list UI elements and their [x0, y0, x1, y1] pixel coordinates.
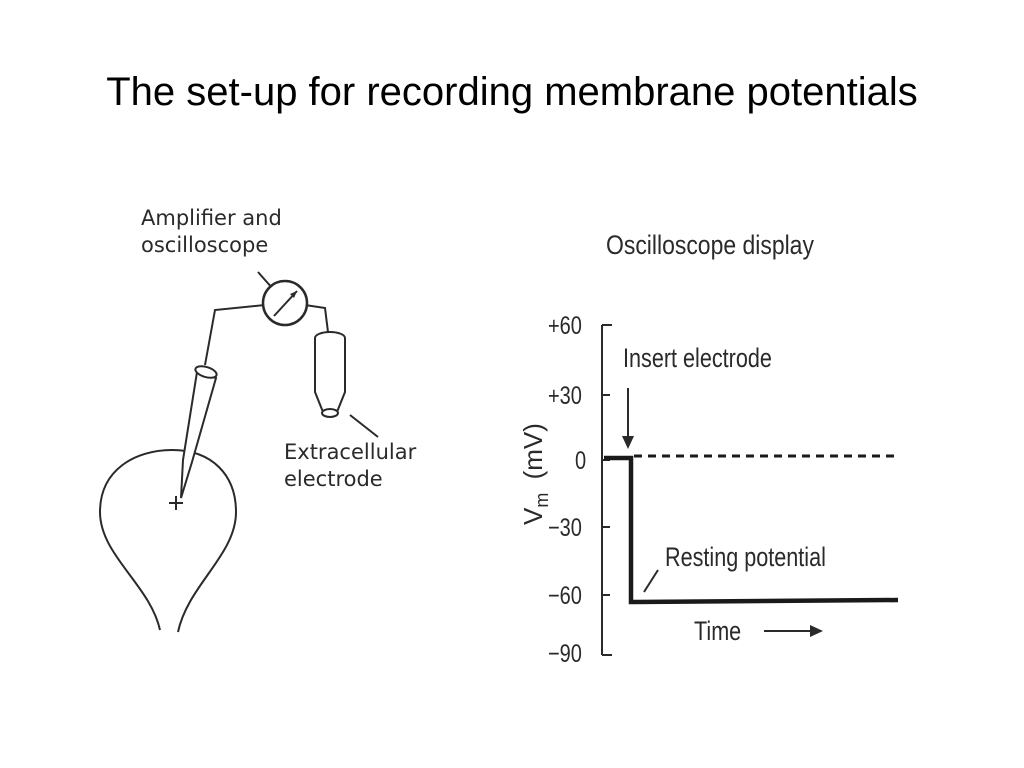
insert-electrode-label: Insert electrode: [623, 343, 772, 373]
amplifier-meter-icon: [261, 279, 309, 327]
y-axis-label-sub: m: [532, 492, 553, 508]
wire-to-extracellular: [304, 304, 329, 333]
extracellular-label-line1: Extracellular: [284, 440, 417, 464]
amplifier-label: Amplifier and oscilloscope: [141, 205, 282, 259]
y-tick-label: +60: [548, 312, 582, 340]
slide-title: The set-up for recording membrane potent…: [106, 70, 918, 114]
insert-arrow-head: [622, 436, 634, 449]
y-tick-label: −90: [548, 640, 582, 668]
microelectrode-icon: [169, 365, 218, 510]
time-axis-arrow: —▶: [764, 620, 766, 621]
oscilloscope-panel-title: Oscilloscope display: [606, 230, 814, 260]
wire-to-electrode: [204, 304, 266, 366]
y-axis-label: Vm (mV): [518, 423, 553, 525]
membrane-potential-trace: [604, 455, 899, 605]
y-axis-label-main: V: [518, 507, 548, 525]
y-tick-label: −60: [548, 582, 582, 610]
extracellular-label-line2: electrode: [284, 467, 383, 491]
y-tick-label: 0: [575, 447, 587, 475]
y-axis-label-unit: (mV): [518, 423, 548, 480]
cell-outline: [98, 448, 238, 633]
y-tick-label: +30: [548, 382, 582, 410]
extracellular-label: Extracellular electrode: [284, 439, 416, 493]
resting-potential-label: Resting potential: [665, 542, 826, 572]
y-tick-label: −30: [548, 514, 582, 542]
time-axis-label: Time: [694, 616, 742, 646]
amplifier-label-line2: oscilloscope: [141, 233, 269, 257]
extracellular-leader-line: [349, 414, 379, 438]
resting-leader-line: [643, 569, 659, 593]
extracellular-electrode-icon: [314, 331, 346, 418]
amplifier-label-line1: Amplifier and: [141, 206, 282, 230]
time-arrow-head: [810, 625, 823, 637]
